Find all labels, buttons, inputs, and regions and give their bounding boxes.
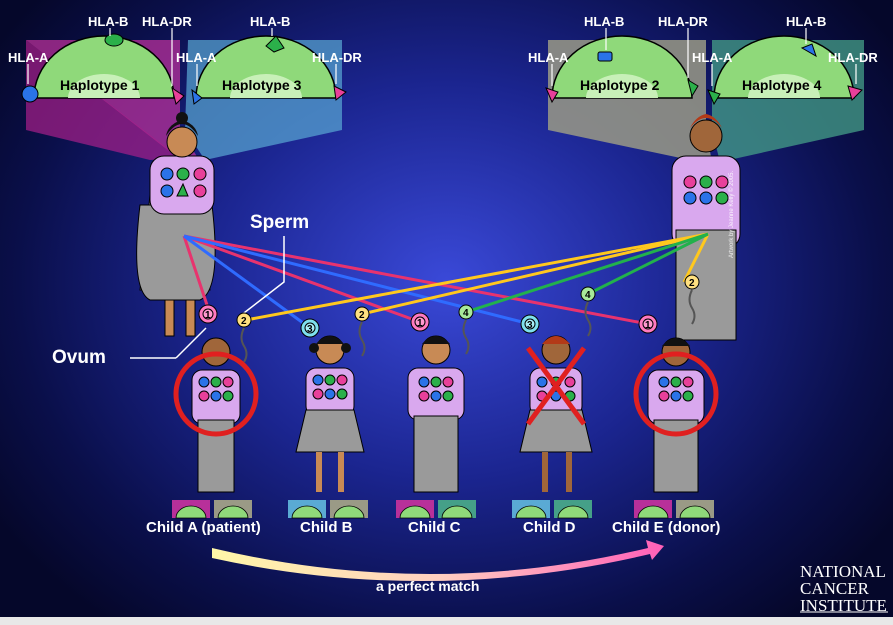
hla-a-label-h1: HLA-A — [8, 50, 49, 65]
hla-pointer-lines — [27, 28, 857, 86]
hla-a-label-h4: HLA-A — [692, 50, 733, 65]
nci-logo: NATIONAL CANCER INSTITUTE — [800, 563, 888, 614]
nci-logo-line2: CANCER — [800, 579, 869, 598]
sperm-number-c: 4 — [463, 308, 469, 319]
ovum-number-a: 1 — [205, 310, 211, 321]
child-e-figure — [633, 337, 719, 493]
nci-logo-line1: NATIONAL — [800, 562, 886, 581]
hla-b-label-h1: HLA-B — [88, 14, 129, 29]
bottom-bar — [0, 617, 893, 625]
mother-figure — [136, 112, 216, 337]
ovum-label: Ovum — [52, 347, 106, 368]
ovum-number-b: 3 — [307, 324, 313, 335]
inheritance-lines — [182, 232, 710, 330]
hla-a-label-h2: HLA-A — [528, 50, 569, 65]
label-pointers — [130, 236, 285, 359]
child-a-figure — [173, 337, 259, 493]
hla-b-label-h2: HLA-B — [584, 14, 625, 29]
sperm-label: Sperm — [250, 212, 310, 233]
ovum-number-e: 1 — [645, 320, 651, 331]
child-d-figure — [519, 335, 593, 492]
gamete-markers: 1 2 3 2 1 4 3 4 1 2 — [198, 274, 700, 338]
sperm-number-d: 4 — [585, 290, 591, 301]
haplotype-3-dome — [191, 35, 347, 105]
haplotype-4-label: Haplotype 4 — [742, 77, 822, 93]
hla-dr-label-h4: HLA-DR — [828, 50, 878, 65]
haplotype-3-label: Haplotype 3 — [222, 77, 302, 93]
hla-b-label-h4: HLA-B — [786, 14, 827, 29]
ovum-number-d: 3 — [527, 320, 533, 331]
haplotype-2-dome — [545, 35, 699, 104]
sperm-number-a: 2 — [241, 316, 247, 327]
sperm-number-b: 2 — [359, 310, 365, 321]
sperm-tails — [240, 289, 696, 363]
child-c-figure — [407, 335, 465, 493]
child-d-label: Child D — [523, 519, 576, 536]
perfect-match-arrow — [212, 540, 664, 582]
ovum-number-c: 1 — [417, 318, 423, 329]
child-b-label: Child B — [300, 519, 353, 536]
child-c-label: Child C — [408, 519, 461, 536]
hla-dr-label-h1: HLA-DR — [142, 14, 192, 29]
father-figure — [671, 114, 741, 341]
haplotype-2-label: Haplotype 2 — [580, 77, 660, 93]
child-haplotype-tiles — [172, 500, 714, 519]
haplotype-4-dome — [707, 35, 863, 106]
hla-a-label-h3: HLA-A — [176, 50, 217, 65]
artwork-credit: Artwork by Jeanne Kelly © 2005. — [729, 170, 735, 258]
sperm-number-e: 2 — [689, 278, 695, 289]
hla-dr-label-h3: HLA-DR — [312, 50, 362, 65]
hla-dr-label-h2: HLA-DR — [658, 14, 708, 29]
haplotype-1-dome — [21, 33, 185, 105]
nci-logo-line3: INSTITUTE — [800, 596, 887, 615]
child-a-label: Child A (patient) — [146, 519, 261, 536]
haplotype-1-label: Haplotype 1 — [60, 77, 140, 93]
child-e-label: Child E (donor) — [612, 519, 721, 536]
child-b-figure — [295, 335, 365, 492]
hla-b-label-h3: HLA-B — [250, 14, 291, 29]
perfect-match-label: a perfect match — [376, 578, 480, 594]
